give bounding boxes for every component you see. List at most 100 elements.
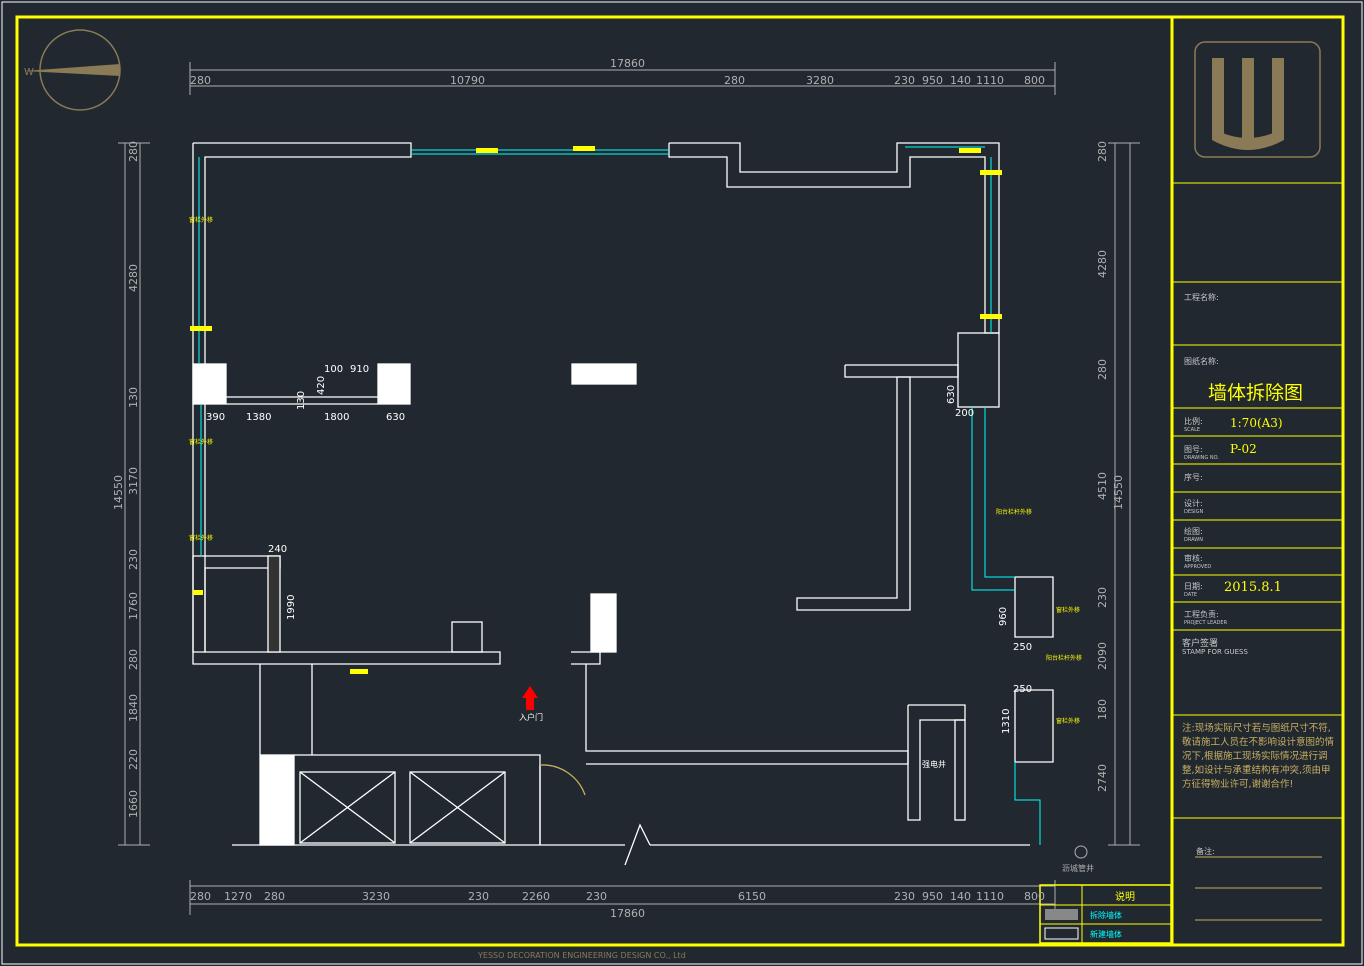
project-name-label: 工程名称:	[1184, 293, 1219, 302]
legend-title: 说明	[1115, 890, 1135, 903]
windows	[198, 146, 1041, 845]
seq-label: 序号:	[1184, 473, 1203, 482]
dim-left-3: 3170	[127, 467, 140, 495]
dim-top-4: 230	[894, 74, 915, 87]
dim-left-1: 4280	[127, 264, 140, 292]
label-tag-c: 窗栏外移	[189, 216, 213, 224]
dim-right-7: 2740	[1096, 764, 1109, 792]
footer-company: YESSO DECORATION ENGINEERING DESIGN CO.,…	[477, 951, 686, 960]
dim-inner-100: 100	[324, 364, 343, 375]
client-label-en: STAMP FOR GUESS	[1182, 648, 1248, 656]
company-logo	[1194, 41, 1321, 158]
dim-inner-630: 630	[386, 412, 405, 423]
dim-right-4: 230	[1096, 587, 1109, 608]
dim-left-0: 280	[127, 141, 140, 162]
dim-left-8: 220	[127, 749, 140, 770]
dim-inner-1800: 1800	[324, 412, 349, 423]
dim-inner-1380: 1380	[246, 412, 271, 423]
dim-left-6: 280	[127, 649, 140, 670]
design-label: 设计:	[1184, 499, 1203, 508]
leader-label: 工程负责:	[1184, 610, 1219, 619]
dim-bottom-10: 140	[950, 890, 971, 903]
label-entrance: 入户门	[519, 712, 543, 722]
dim-inner-200: 200	[955, 408, 974, 419]
dim-inner-1990: 1990	[286, 595, 297, 620]
label-elec-shaft: 强电井	[922, 759, 946, 769]
dim-inner-250a: 250	[1013, 642, 1032, 653]
dim-bottom-5: 2260	[522, 890, 550, 903]
pipe-symbol-icon	[1074, 845, 1088, 859]
approve-label-en: APPROVED	[1184, 564, 1212, 570]
label-tag-a: 窗栏外移	[1056, 606, 1080, 614]
dim-inner-1310: 1310	[1001, 709, 1012, 734]
dim-right-1: 4280	[1096, 250, 1109, 278]
drawing-title: 墙体拆除图	[1208, 382, 1304, 404]
drawing-name-label: 图纸名称:	[1184, 357, 1219, 366]
date-value: 2015.8.1	[1224, 580, 1282, 595]
label-tag-d: 窗栏外移	[189, 438, 213, 446]
legend-demolish-swatch	[1045, 909, 1078, 920]
dim-bottom-4: 230	[468, 890, 489, 903]
date-label-en: DATE	[1184, 592, 1198, 598]
dim-bottom-12: 800	[1024, 890, 1045, 903]
dim-left-9: 1660	[127, 790, 140, 818]
scale-label-en: SCALE	[1184, 427, 1201, 433]
dim-left-total: 14550	[112, 475, 125, 510]
dim-top-0: 280	[190, 74, 211, 87]
label-tag-e: 窗栏外移	[189, 534, 213, 542]
dim-bottom-7: 6150	[738, 890, 766, 903]
draw-label-en: DRAWN	[1184, 537, 1203, 543]
remark-lines	[1195, 856, 1322, 921]
legend-new-swatch	[1044, 927, 1079, 940]
north-arrow-icon: W	[24, 29, 121, 111]
dim-bottom-1: 1270	[224, 890, 252, 903]
dim-bottom-total: 17860	[610, 907, 645, 920]
scale-label: 比例:	[1184, 417, 1203, 426]
demolition-markers	[190, 146, 1002, 674]
dim-right-6: 180	[1096, 699, 1109, 720]
dim-bottom-11: 1110	[976, 890, 1004, 903]
dim-left-2: 130	[127, 387, 140, 408]
dim-right-5: 2090	[1096, 642, 1109, 670]
dim-top-2: 280	[724, 74, 745, 87]
dim-top-3: 3280	[806, 74, 834, 87]
label-pipe-note: 沥城管井	[1062, 863, 1094, 873]
title-block-grid	[1172, 182, 1343, 819]
legend-row2: 新建墙体	[1090, 929, 1122, 939]
drawing-no-value: P-02	[1230, 442, 1257, 456]
general-note: 注:现场实际尺寸若与图纸尺寸不符,敬请施工人员在不影响设计意图的情况下,根据施工…	[1182, 723, 1335, 790]
drawing-no-label-en: DRAWING NO.	[1184, 455, 1219, 461]
dim-top-5: 950	[922, 74, 943, 87]
dim-inner-630b: 630	[946, 385, 957, 404]
remarks-label: 备注:	[1196, 847, 1215, 856]
dim-inner-240: 240	[268, 544, 287, 555]
dim-top-total: 17860	[610, 57, 645, 70]
walls	[192, 142, 1054, 866]
drawing-no-label: 图号:	[1184, 445, 1203, 454]
approve-label: 审核:	[1184, 554, 1203, 563]
dim-bottom-6: 230	[586, 890, 607, 903]
dim-right-0: 280	[1096, 141, 1109, 162]
label-tag-b: 窗栏外移	[1056, 717, 1080, 725]
design-label-en: DESIGN	[1184, 509, 1204, 515]
dim-bottom-0: 280	[190, 890, 211, 903]
dim-bottom-8: 230	[894, 890, 915, 903]
label-balcony-a: 阳台栏杆外移	[996, 508, 1032, 516]
dim-bottom-3: 3230	[362, 890, 390, 903]
dim-top-1: 10790	[450, 74, 485, 87]
scale-value: 1:70(A3)	[1230, 416, 1283, 430]
legend-row1: 拆除墙体	[1090, 910, 1122, 920]
dim-inner-250b: 250	[1013, 684, 1032, 695]
label-balcony-b: 阳台栏杆外移	[1046, 654, 1082, 662]
dim-left-7: 1840	[127, 694, 140, 722]
leader-label-en: PROJECT LEADER	[1184, 620, 1228, 626]
dim-left-4: 230	[127, 549, 140, 570]
date-label: 日期:	[1184, 582, 1203, 591]
svg-text:W: W	[24, 67, 34, 78]
dim-inner-910: 910	[350, 364, 369, 375]
draw-label: 绘图:	[1184, 527, 1203, 536]
dim-inner-390: 390	[206, 412, 225, 423]
dim-top-7: 1110	[976, 74, 1004, 87]
